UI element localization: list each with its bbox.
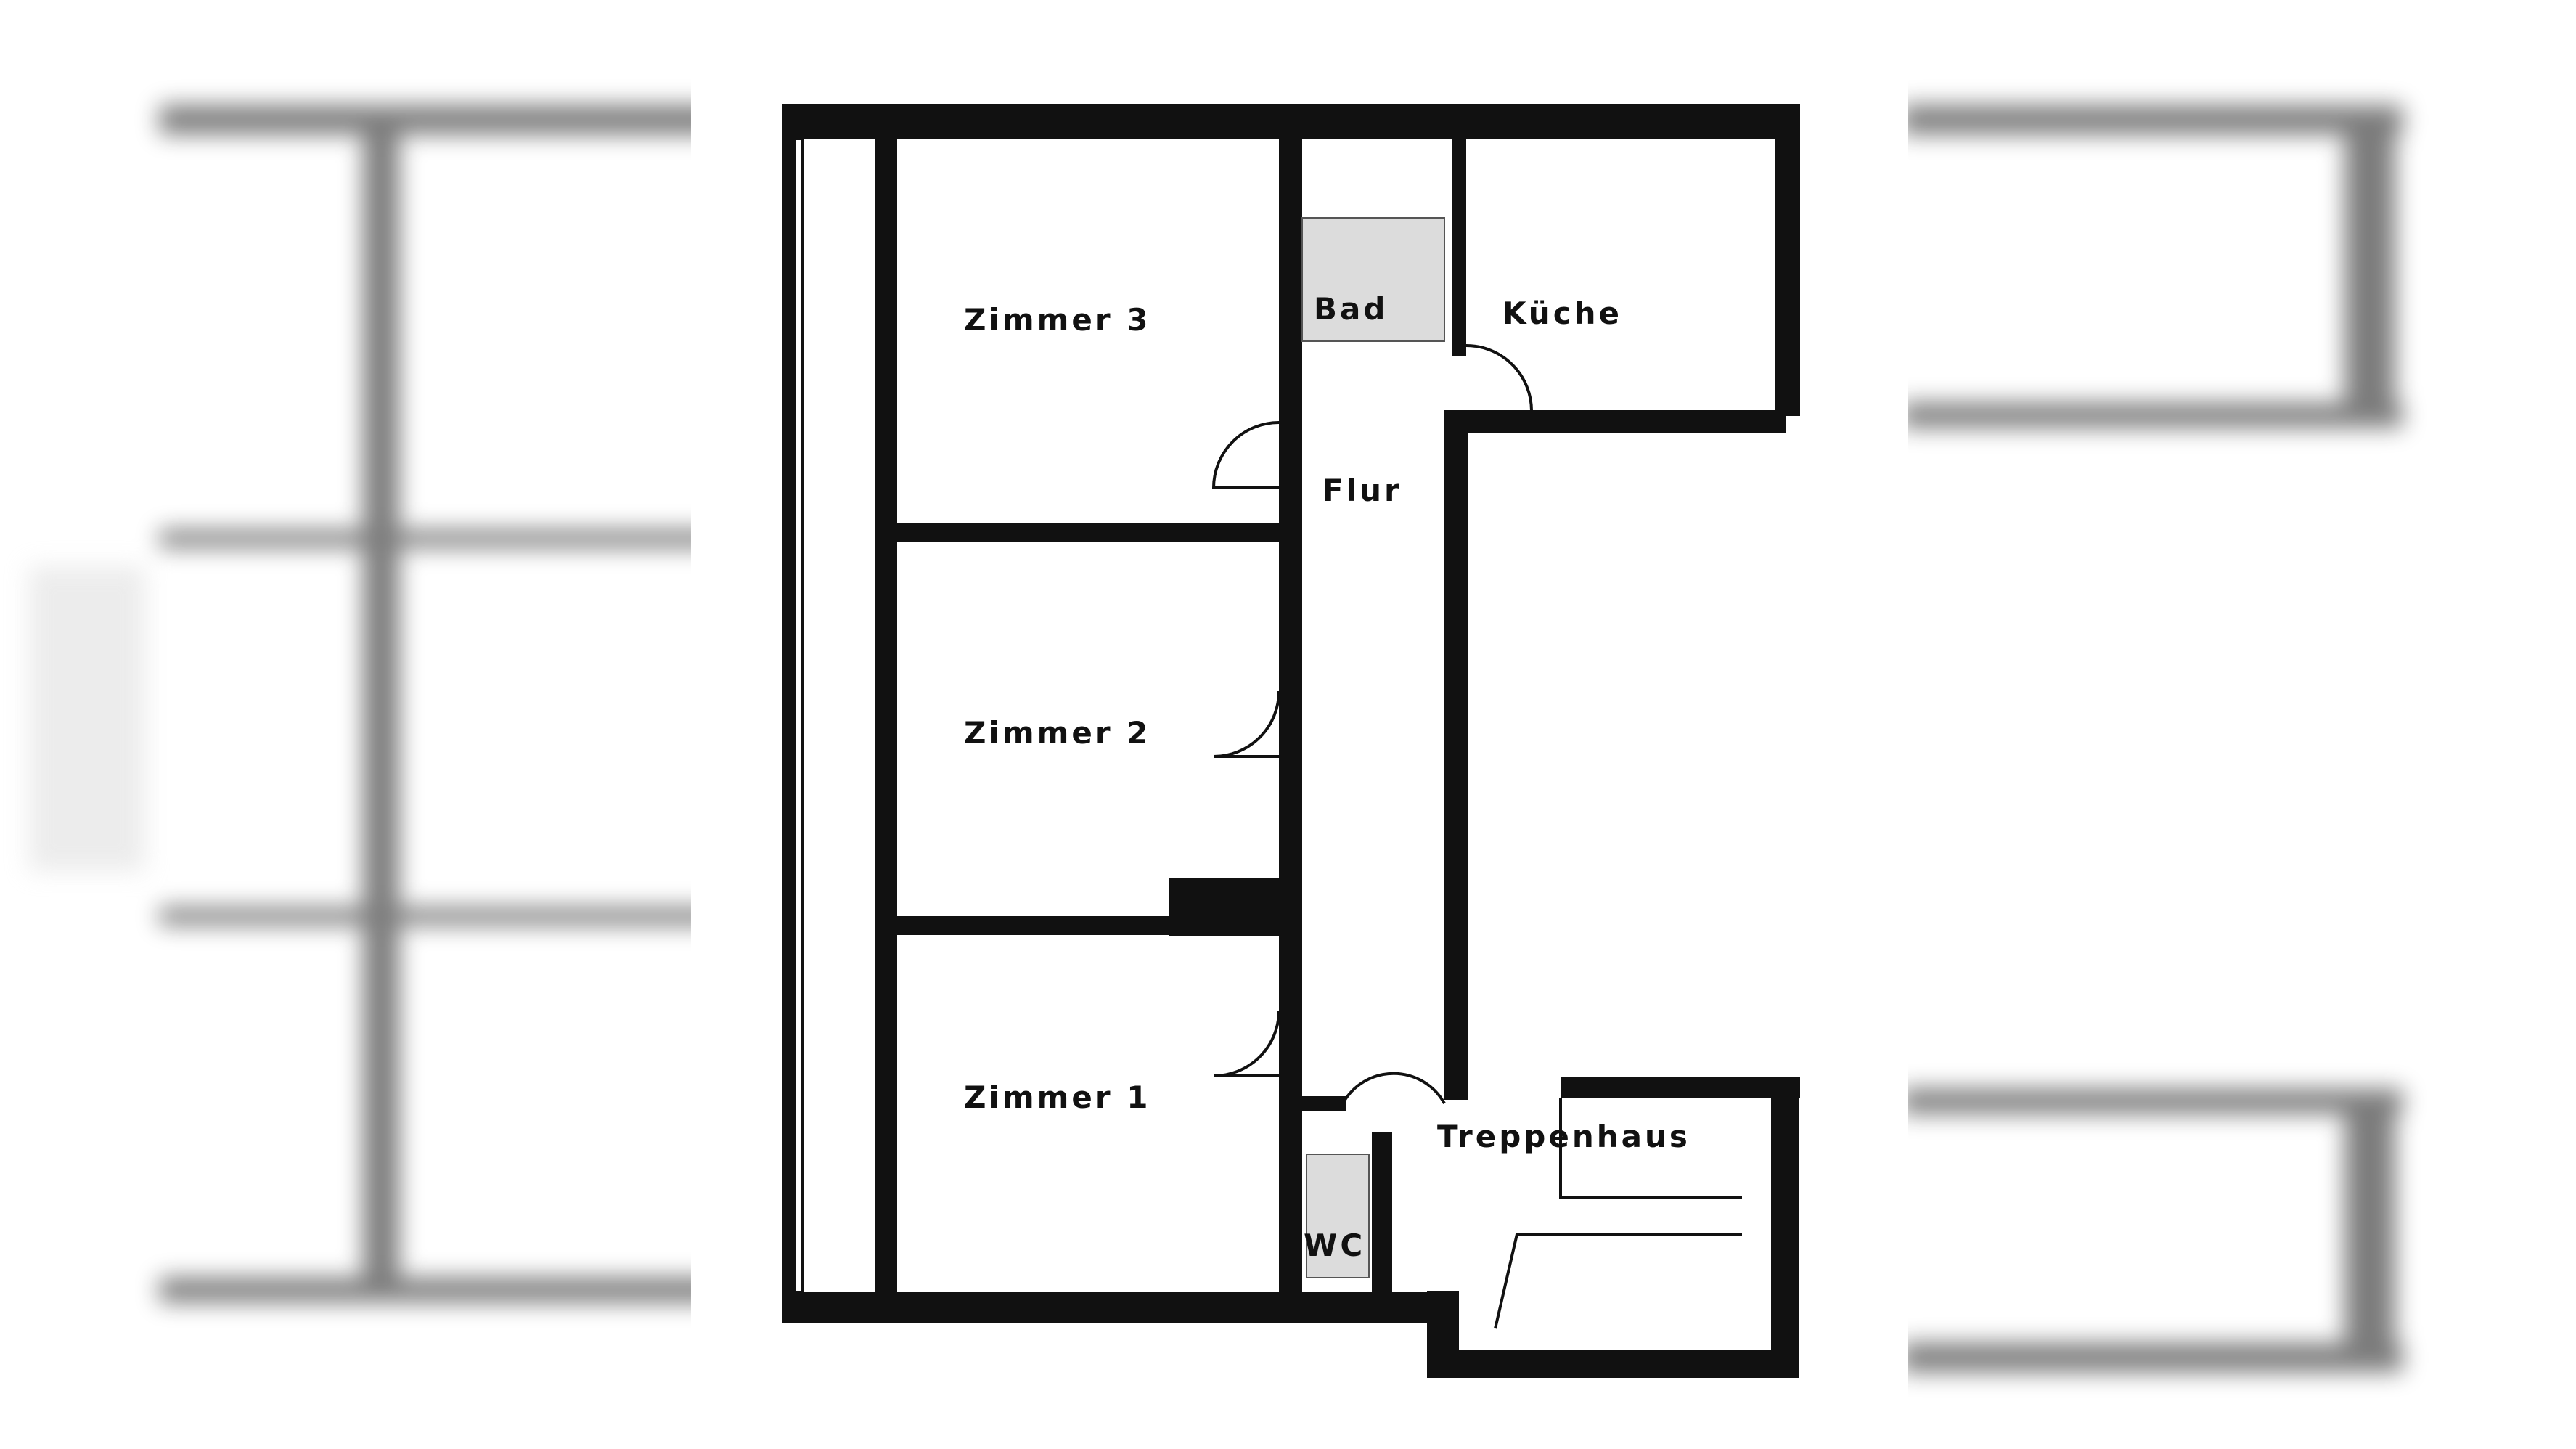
label-bad: Bad bbox=[1314, 291, 1388, 327]
room-labels: Zimmer 3 Bad Küche Flur Zimmer 2 Zimmer … bbox=[964, 291, 1690, 1263]
tile-pattern-wc bbox=[1306, 1154, 1370, 1278]
label-treppenhaus: Treppenhaus bbox=[1437, 1119, 1690, 1154]
label-wc: WC bbox=[1304, 1228, 1365, 1263]
wall-zimmer3-2 bbox=[897, 523, 1289, 542]
blurred-background-right bbox=[1902, 105, 2403, 1372]
tile-pattern-bad bbox=[1301, 217, 1445, 342]
wall-stair-right bbox=[1771, 1082, 1799, 1378]
label-kueche: Küche bbox=[1502, 295, 1622, 331]
wall-stair-top bbox=[1561, 1077, 1800, 1098]
wall-stair-bottom bbox=[1427, 1350, 1797, 1378]
wall-left bbox=[782, 104, 794, 1323]
wall-right-kitchen bbox=[1775, 104, 1800, 416]
label-flur: Flur bbox=[1322, 473, 1402, 508]
wall-flur-right bbox=[1444, 410, 1468, 1100]
label-zimmer-3: Zimmer 3 bbox=[964, 302, 1150, 338]
label-zimmer-1: Zimmer 1 bbox=[964, 1079, 1150, 1115]
balcony-rail bbox=[793, 137, 804, 1294]
wall-top bbox=[782, 104, 1800, 139]
door-swings bbox=[1211, 344, 1533, 1104]
wall-closet-block bbox=[1169, 878, 1289, 936]
wall-kitchen-bottom bbox=[1444, 410, 1786, 433]
wall-wc-top bbox=[1302, 1096, 1346, 1111]
wall-wc-right bbox=[1372, 1132, 1392, 1307]
wall-flur-left bbox=[1279, 139, 1302, 1293]
floor-plan bbox=[782, 104, 1800, 1378]
stair-steps bbox=[1494, 1098, 1742, 1329]
label-zimmer-2: Zimmer 2 bbox=[964, 715, 1150, 751]
wall-bad-right bbox=[1452, 139, 1466, 356]
wall-rooms-outer bbox=[875, 139, 897, 1300]
